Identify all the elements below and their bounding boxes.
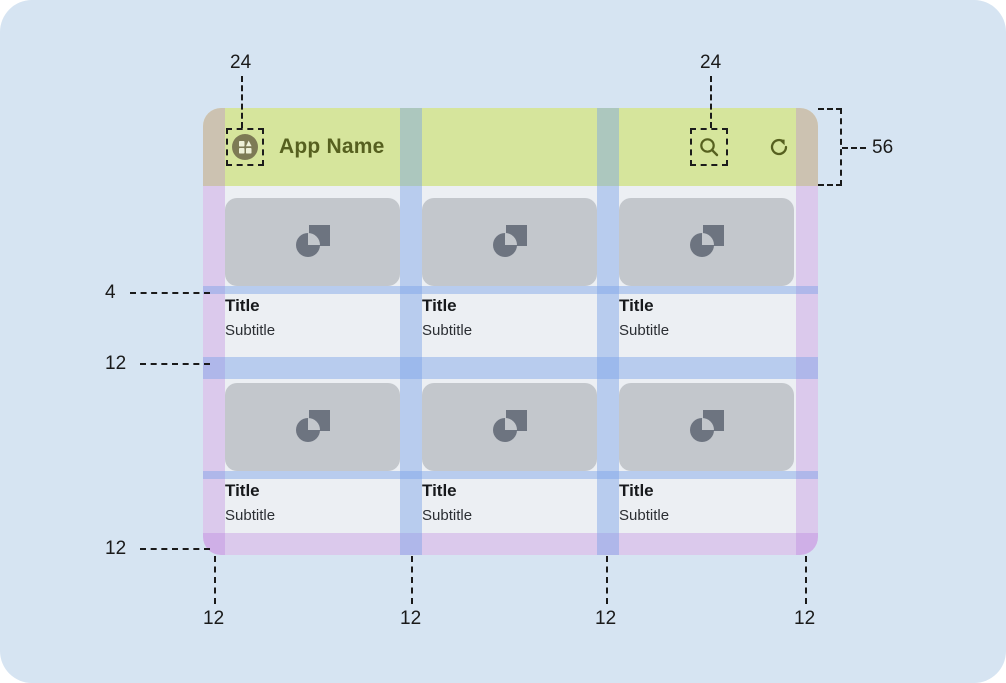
card-title: Title <box>422 296 457 315</box>
annotation-leader-app-icon-inset <box>241 76 243 128</box>
annotation-leader-search-icon-inset <box>710 76 712 128</box>
card-title: Title <box>619 296 654 315</box>
card-subtitle: Subtitle <box>225 507 276 524</box>
card-subtitle: Subtitle <box>225 322 276 339</box>
annotation-leader-bottom-margin <box>140 548 210 550</box>
app-title: App Name <box>279 135 385 158</box>
card[interactable]: Title Subtitle <box>619 198 794 341</box>
card[interactable]: Title Subtitle <box>619 383 794 526</box>
annotation-leader-title-gap <box>130 292 210 294</box>
card-media <box>225 383 400 471</box>
app-bar: App Name <box>203 108 818 186</box>
annotation-label-bottom-tick: 12 <box>595 608 617 629</box>
image-placeholder-icon <box>689 225 724 257</box>
card-subtitle: Subtitle <box>422 507 473 524</box>
annotation-label-bottom-tick: 12 <box>794 608 816 629</box>
annotation-leader-app-bar-height <box>842 147 866 149</box>
card-subtitle: Subtitle <box>619 507 670 524</box>
card[interactable]: Title Subtitle <box>225 198 400 341</box>
annotation-label-row-gap: 12 <box>105 353 127 374</box>
card-title: Title <box>225 296 260 315</box>
annotation-label-title-gap: 4 <box>105 282 116 303</box>
image-placeholder-icon <box>492 410 527 442</box>
image-placeholder-icon <box>689 410 724 442</box>
card-text: Title Subtitle <box>422 471 597 526</box>
card[interactable]: Title Subtitle <box>422 198 597 341</box>
card-text: Title Subtitle <box>619 471 794 526</box>
annotation-label-app-icon-inset: 24 <box>230 52 252 73</box>
app-frame: App Name <box>203 108 818 555</box>
annotation-leader-bottom-tick <box>805 556 807 604</box>
annotation-leader-bottom-tick <box>606 556 608 604</box>
card-media <box>619 198 794 286</box>
image-placeholder-icon <box>295 410 330 442</box>
annotation-dim-box-app-bar-height <box>818 108 842 186</box>
annotation-leader-bottom-tick <box>214 556 216 604</box>
card-subtitle: Subtitle <box>619 322 670 339</box>
annotation-leader-row-gap <box>140 363 210 365</box>
app-logo-icon[interactable] <box>226 128 264 166</box>
annotation-label-search-icon-inset: 24 <box>700 52 722 73</box>
card-subtitle: Subtitle <box>422 322 473 339</box>
card-title: Title <box>422 481 457 500</box>
card-text: Title Subtitle <box>225 286 400 341</box>
refresh-icon[interactable] <box>762 130 796 164</box>
search-icon[interactable] <box>690 128 728 166</box>
card-media <box>619 383 794 471</box>
card-media <box>225 198 400 286</box>
card-grid: Title Subtitle Title Subtitle <box>203 186 818 555</box>
card[interactable]: Title Subtitle <box>422 383 597 526</box>
card-title: Title <box>619 481 654 500</box>
card-text: Title Subtitle <box>422 286 597 341</box>
card[interactable]: Title Subtitle <box>225 383 400 526</box>
annotation-label-bottom-tick: 12 <box>400 608 422 629</box>
annotation-label-bottom-tick: 12 <box>203 608 225 629</box>
card-text: Title Subtitle <box>619 286 794 341</box>
image-placeholder-icon <box>295 225 330 257</box>
card-text: Title Subtitle <box>225 471 400 526</box>
annotation-leader-bottom-tick <box>411 556 413 604</box>
annotation-label-app-bar-height: 56 <box>872 137 894 158</box>
card-title: Title <box>225 481 260 500</box>
annotation-label-bottom-margin: 12 <box>105 538 127 559</box>
card-media <box>422 198 597 286</box>
card-media <box>422 383 597 471</box>
image-placeholder-icon <box>492 225 527 257</box>
